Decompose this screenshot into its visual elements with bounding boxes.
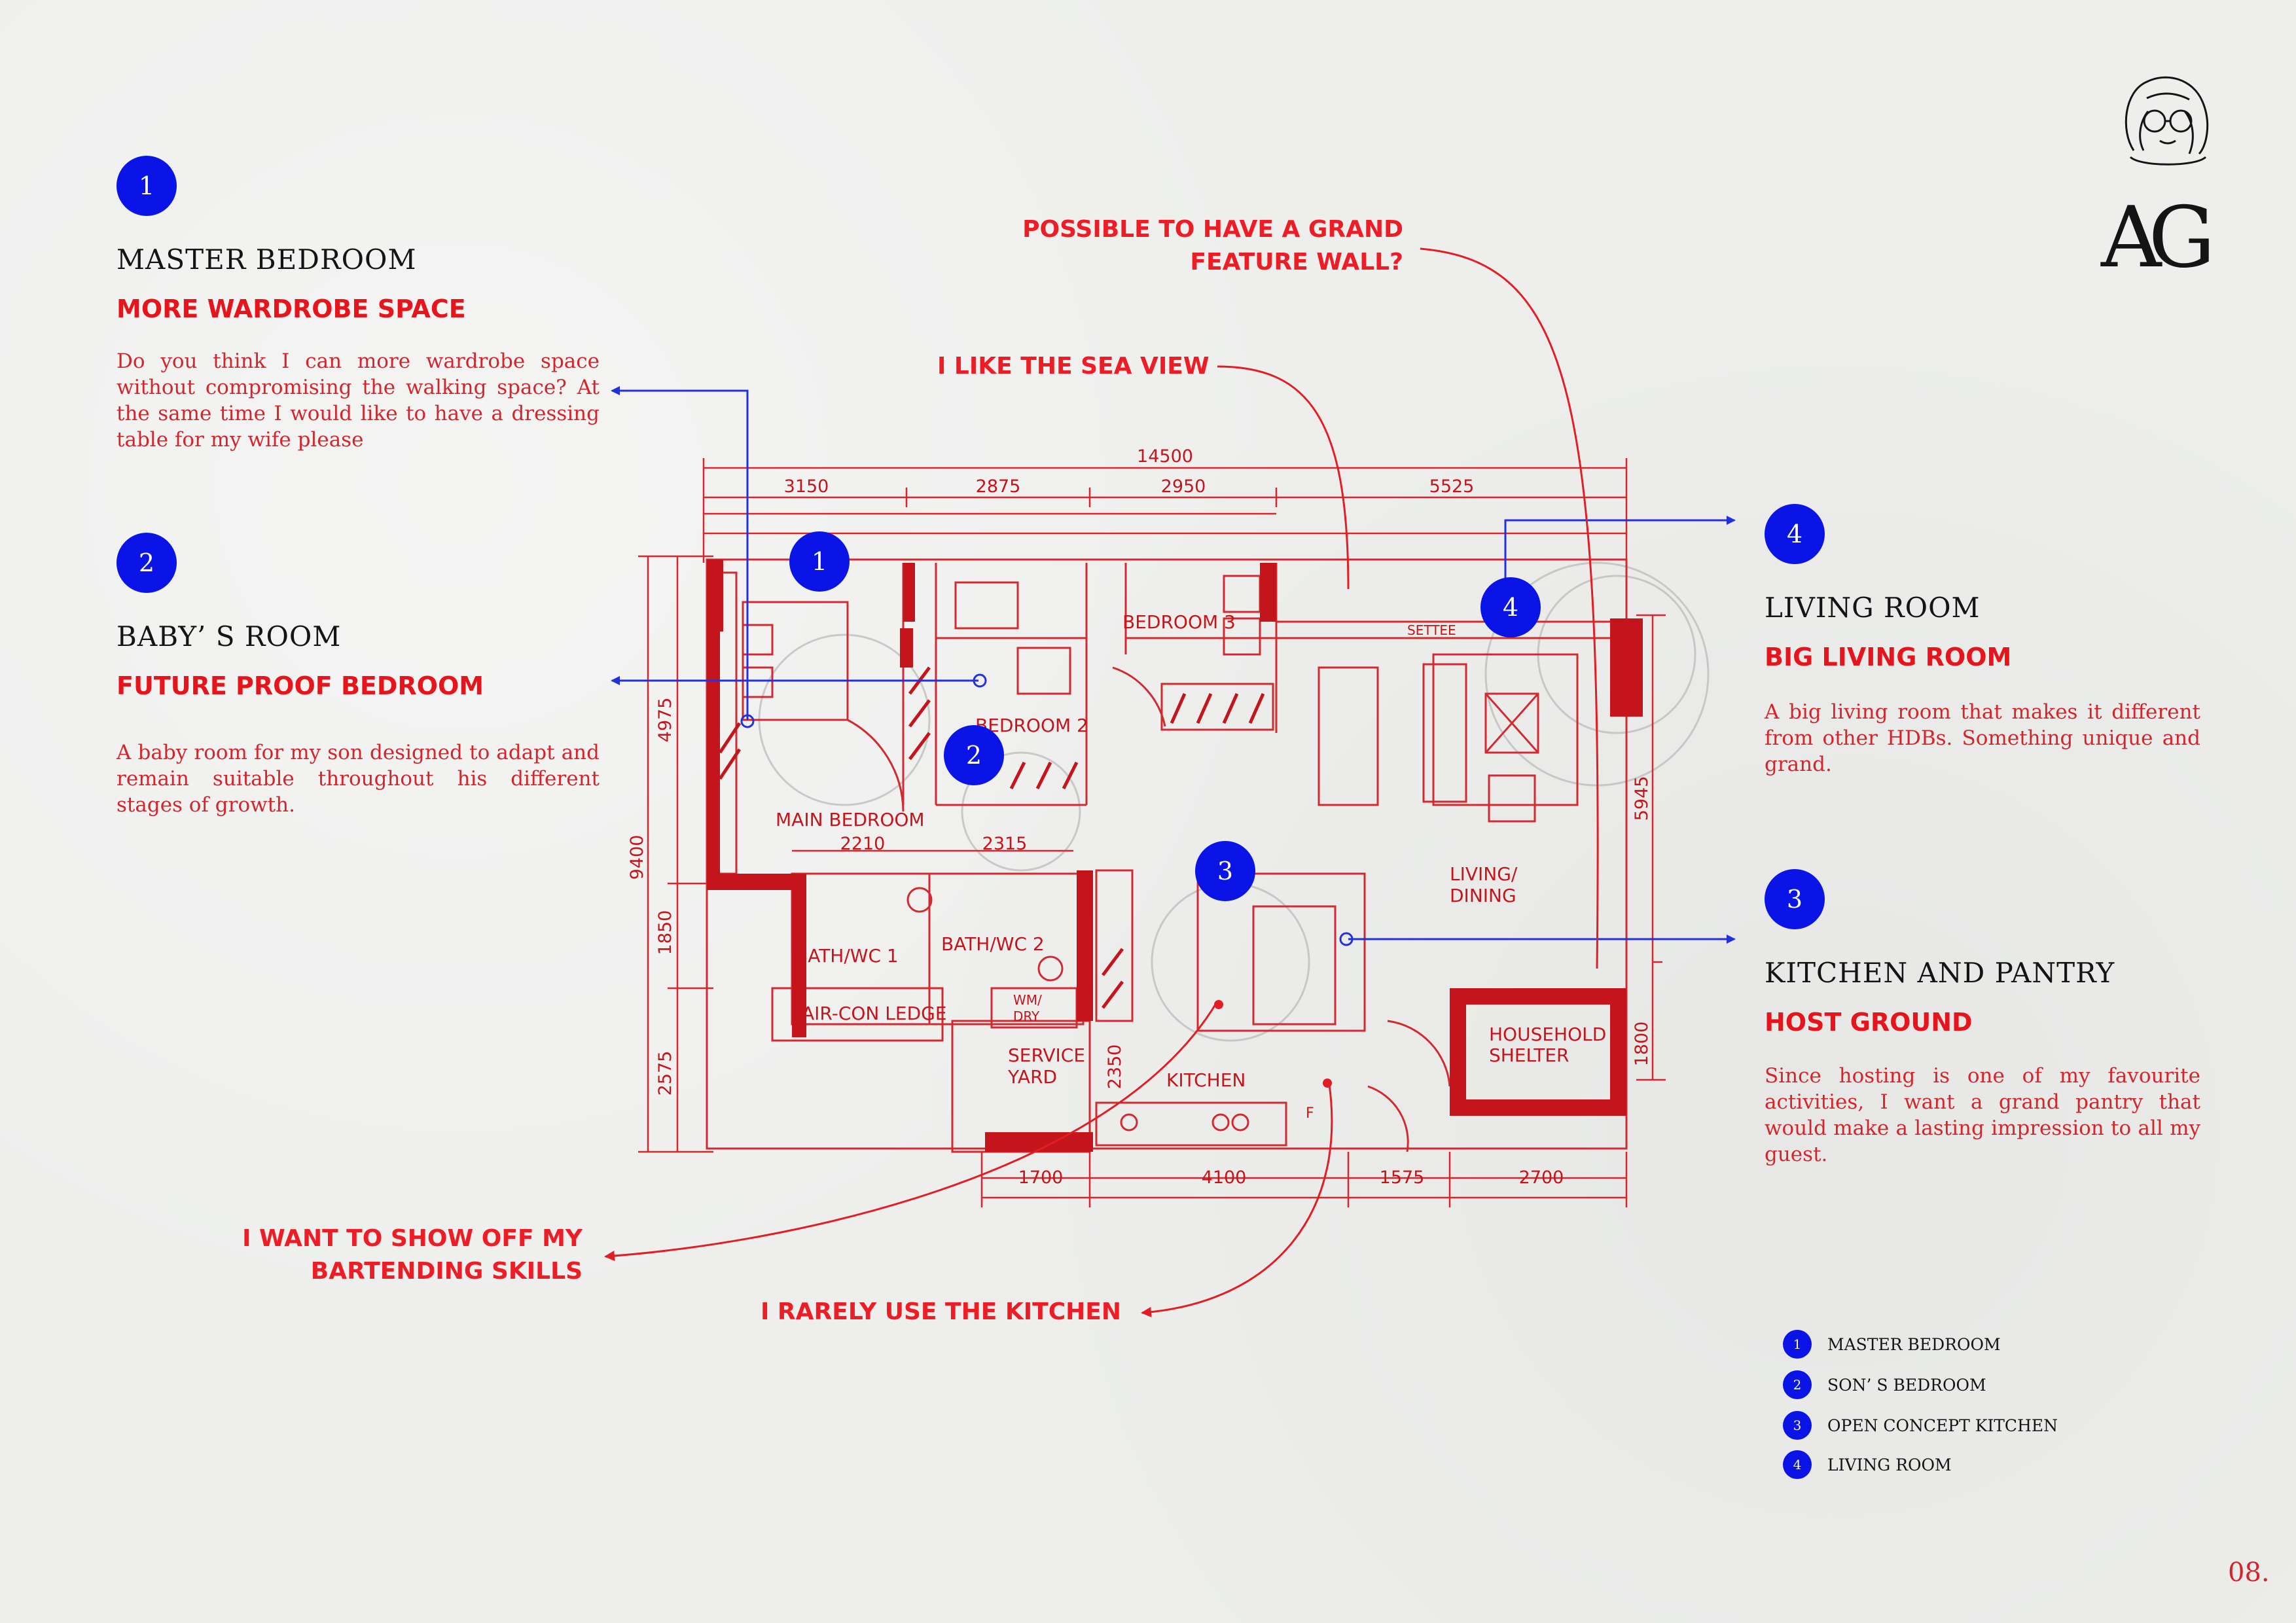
legend-badge-1: 1: [1783, 1330, 1812, 1359]
dim-top-1: 3150: [784, 476, 829, 497]
section-2-body: A baby room for my son designed to adapt…: [117, 741, 600, 817]
label-bath-2: BATH/WC 2: [941, 933, 1045, 955]
label-shelter-1: HOUSEHOLD: [1489, 1024, 1606, 1045]
label-living-2: DINING: [1450, 885, 1516, 906]
plan-marker-3[interactable]: 3: [1195, 841, 1255, 901]
legend-badge-2: 2: [1783, 1370, 1812, 1399]
plan-marker-1[interactable]: 1: [789, 531, 850, 592]
callout-bartending-line1: I WANT TO SHOW OFF MY: [242, 1225, 583, 1252]
section-2-title: BABY’ S ROOM: [117, 620, 342, 652]
legend-item-1: 1 MASTER BEDROOM: [1783, 1330, 2001, 1359]
dim-left-3: 2575: [655, 1051, 675, 1096]
callout-sea-view: I LIKE THE SEA VIEW: [937, 353, 1210, 380]
legend-badge-3: 3: [1783, 1411, 1812, 1440]
dimension-lines: [638, 458, 1666, 1207]
dim-top-4: 5525: [1429, 476, 1475, 497]
wardrobe-hatching: [718, 666, 1265, 1009]
section-1-title: MASTER BEDROOM: [117, 243, 417, 276]
section-3-subtitle: HOST GROUND: [1765, 1008, 1973, 1037]
red-connectors: [604, 247, 1599, 1317]
label-dry: DRY: [1013, 1008, 1040, 1024]
callout-kitchen: I RARELY USE THE KITCHEN: [761, 1298, 1121, 1325]
interior-lines: [706, 558, 1628, 1153]
dim-inner-1: 2210: [840, 834, 886, 854]
section-1-body: Do you think I can more wardrobe space w…: [117, 349, 600, 452]
section-1-subtitle: MORE WARDROBE SPACE: [117, 294, 466, 323]
dim-left-2: 1850: [655, 910, 675, 955]
label-service-1: SERVICE: [1008, 1044, 1085, 1066]
dim-left-total: 9400: [627, 835, 647, 880]
red-dot-bar: [1214, 1000, 1223, 1009]
label-fridge: F: [1306, 1105, 1314, 1122]
legend-label-4: LIVING ROOM: [1827, 1455, 1952, 1474]
dim-top-3: 2950: [1161, 476, 1206, 497]
section-4-body: A big living room that makes it differen…: [1765, 700, 2200, 776]
label-settee: SETTEE: [1407, 622, 1456, 638]
section-1-badge: 1: [117, 156, 177, 216]
dim-inner-2: 2315: [982, 834, 1028, 854]
dim-bottom-2: 4100: [1202, 1168, 1247, 1188]
callout-feature-wall: POSSIBLE TO HAVE A GRAND FEATURE WALL?: [1022, 213, 1403, 279]
legend-label-1: MASTER BEDROOM: [1827, 1334, 2001, 1354]
legend-label-2: SON’ S BEDROOM: [1827, 1375, 1986, 1395]
section-3-badge: 3: [1765, 869, 1825, 929]
plan-marker-2[interactable]: 2: [944, 725, 1004, 785]
label-wm: WM/: [1013, 992, 1042, 1008]
label-main-bedroom: MAIN BEDROOM: [776, 809, 925, 830]
label-bath-1: BATH/WC 1: [795, 945, 899, 967]
dim-top-2: 2875: [976, 476, 1021, 497]
label-service-2: YARD: [1007, 1066, 1057, 1088]
label-aircon-ledge: AIR-CON LEDGE: [802, 1003, 947, 1024]
label-shelter-2: SHELTER: [1489, 1044, 1570, 1066]
legend-item-3: 3 OPEN CONCEPT KITCHEN: [1783, 1411, 2058, 1440]
section-2-badge: 2: [117, 533, 177, 593]
connector-dot-2: [973, 673, 987, 688]
callout-feature-wall-line1: POSSIBLE TO HAVE A GRAND: [1022, 216, 1403, 243]
callout-feature-wall-line2: FEATURE WALL?: [1190, 249, 1403, 276]
callout-bartending-line2: BARTENDING SKILLS: [310, 1258, 583, 1285]
designer-portrait-icon: [2125, 76, 2209, 166]
section-3-body: Since hosting is one of my favourite act…: [1765, 1064, 2200, 1166]
section-4-subtitle: BIG LIVING ROOM: [1765, 643, 2012, 671]
dim-overall: 14500: [1137, 446, 1193, 467]
section-3-title: KITCHEN AND PANTRY: [1765, 957, 2115, 989]
section-4-title: LIVING ROOM: [1765, 592, 1981, 624]
section-4-badge: 4: [1765, 504, 1825, 564]
callout-bartending: I WANT TO SHOW OFF MY BARTENDING SKILLS: [242, 1222, 583, 1288]
red-dot-kitchen: [1323, 1079, 1332, 1088]
page-number: 08.: [2228, 1558, 2270, 1588]
legend-item-4: 4 LIVING ROOM: [1783, 1450, 1952, 1479]
label-living-1: LIVING/: [1450, 863, 1518, 885]
dim-bottom-3: 1575: [1380, 1168, 1425, 1188]
structural-walls: [707, 560, 1643, 1152]
plan-marker-4[interactable]: 4: [1480, 577, 1541, 637]
dim-right-2: 1800: [1632, 1022, 1652, 1067]
connector-dot-1: [740, 714, 755, 728]
blue-connectors: [611, 386, 1736, 944]
dim-bottom-4: 2700: [1519, 1168, 1564, 1188]
dim-right-1: 5945: [1632, 776, 1652, 821]
legend-label-3: OPEN CONCEPT KITCHEN: [1827, 1416, 2058, 1435]
dim-bottom-1: 1700: [1018, 1168, 1064, 1188]
connector-dot-3: [1339, 932, 1354, 946]
legend-item-2: 2 SON’ S BEDROOM: [1783, 1370, 1986, 1399]
brand-monogram: AG: [2101, 189, 2215, 287]
section-2-subtitle: FUTURE PROOF BEDROOM: [117, 671, 484, 700]
dim-yard: 2350: [1105, 1044, 1125, 1090]
label-bedroom-3: BEDROOM 3: [1122, 611, 1236, 633]
legend-badge-4: 4: [1783, 1450, 1812, 1479]
dim-left-1: 4975: [655, 698, 675, 743]
label-kitchen: KITCHEN: [1166, 1069, 1246, 1091]
